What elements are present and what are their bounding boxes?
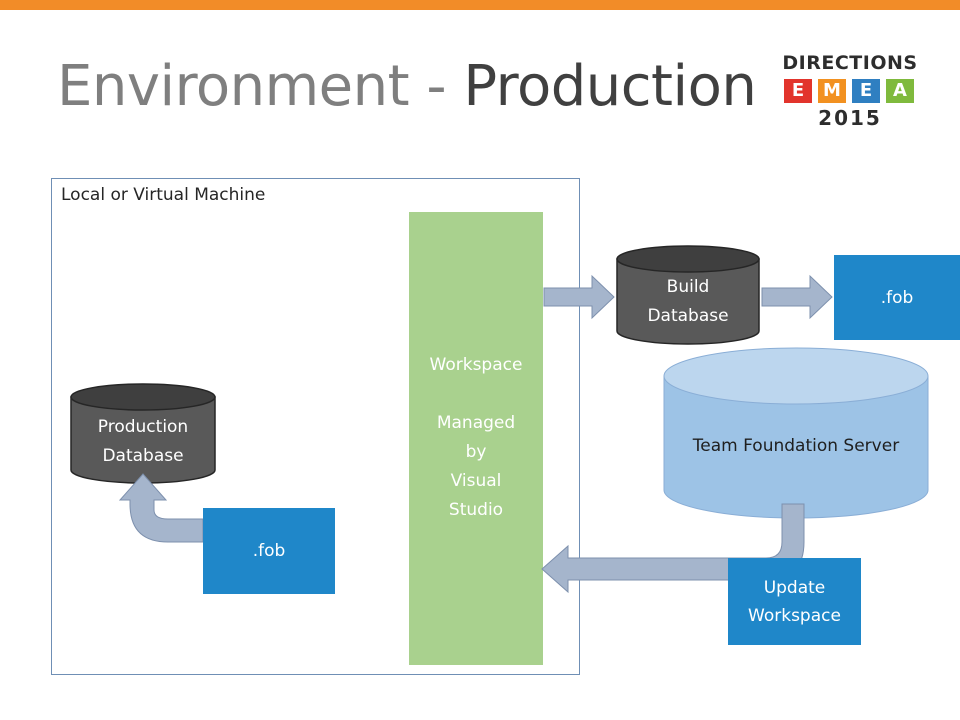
workspace-line-visual: Visual bbox=[450, 471, 502, 491]
fob-box-build: .fob bbox=[834, 255, 960, 340]
build-db-line1: Build bbox=[666, 277, 710, 297]
arrow-fob-to-production bbox=[118, 473, 204, 543]
update-workspace-line2: Workspace bbox=[748, 605, 841, 626]
tfs-label: Team Foundation Server bbox=[692, 436, 900, 456]
production-db-cylinder bbox=[70, 383, 216, 484]
update-workspace-box: Update Workspace bbox=[728, 558, 861, 645]
workspace-line-by: by bbox=[465, 442, 487, 462]
fob-box-production: .fob bbox=[203, 508, 335, 594]
logo-tile-e: E bbox=[784, 79, 812, 103]
machine-label: Local or Virtual Machine bbox=[61, 185, 266, 205]
build-db-line2: Database bbox=[647, 306, 729, 326]
fob-build-label: .fob bbox=[880, 287, 914, 308]
title-light: Environment - bbox=[57, 54, 464, 119]
arrow-workspace-to-build bbox=[543, 274, 615, 320]
build-db-label: Build Database bbox=[617, 273, 759, 331]
tfs-cylinder bbox=[663, 347, 929, 519]
workspace-title: Workspace bbox=[429, 355, 523, 375]
production-db-label: Production Database bbox=[71, 413, 215, 471]
logo-tile-a: A bbox=[886, 79, 914, 103]
logo-tile-e2: E bbox=[852, 79, 880, 103]
logo-wordmark: DIRECTIONS bbox=[782, 52, 918, 74]
workspace-line-managed: Managed bbox=[436, 413, 516, 433]
page-title: Environment - Production bbox=[57, 52, 757, 122]
workspace-panel: Workspace Managed by Visual Studio bbox=[409, 212, 543, 665]
title-bold: Production bbox=[463, 54, 757, 119]
arrow-build-to-fob bbox=[761, 274, 833, 320]
logo-tile-m: M bbox=[818, 79, 846, 103]
directions-emea-logo: DIRECTIONS E M E A 2015 bbox=[780, 50, 920, 130]
build-db-cylinder bbox=[616, 245, 760, 345]
production-db-line2: Database bbox=[102, 446, 184, 466]
logo-year: 2015 bbox=[818, 106, 882, 130]
machine-boundary bbox=[51, 178, 580, 675]
fob-production-label: .fob bbox=[252, 541, 286, 561]
update-workspace-line1: Update bbox=[763, 577, 826, 598]
accent-bar bbox=[0, 0, 960, 10]
update-workspace-label: Update Workspace bbox=[748, 574, 841, 630]
workspace-line-studio: Studio bbox=[448, 500, 504, 520]
production-db-line1: Production bbox=[97, 417, 189, 437]
